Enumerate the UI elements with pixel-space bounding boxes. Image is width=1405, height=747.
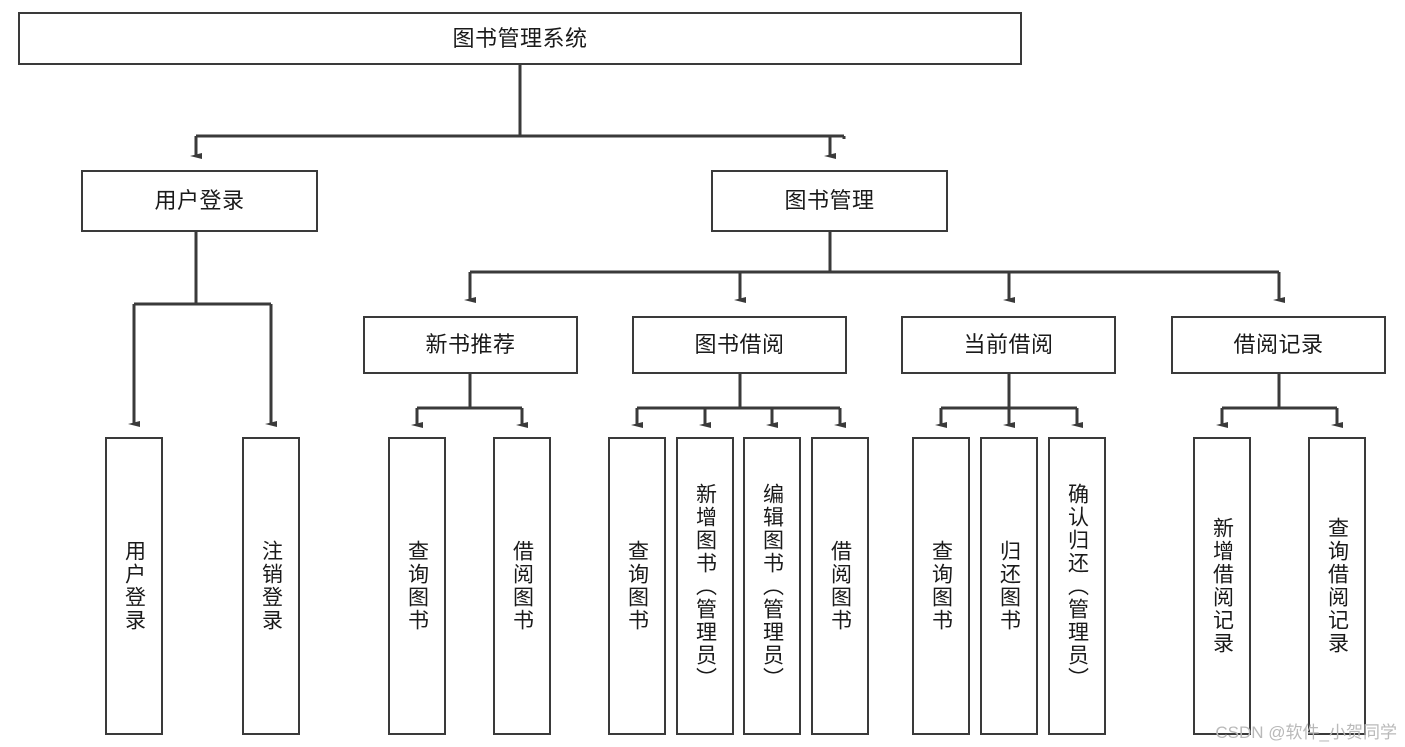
node-book-management-label: 图书管理 <box>784 188 875 214</box>
node-leaf-borrow-book-1-label: 借阅图书 <box>510 540 534 632</box>
node-leaf-query-record-label: 查询借阅记录 <box>1325 517 1349 655</box>
node-leaf-query-book-1[interactable]: 查询图书 <box>388 437 446 735</box>
node-leaf-logout[interactable]: 注销登录 <box>242 437 300 735</box>
node-book-borrow-label: 图书借阅 <box>694 332 785 358</box>
node-leaf-query-book-1-label: 查询图书 <box>405 540 429 632</box>
node-leaf-borrow-book-1[interactable]: 借阅图书 <box>493 437 551 735</box>
node-root[interactable]: 图书管理系统 <box>18 12 1022 65</box>
node-leaf-return-book[interactable]: 归还图书 <box>980 437 1038 735</box>
node-leaf-borrow-book-2-label: 借阅图书 <box>828 540 852 632</box>
node-current-borrow[interactable]: 当前借阅 <box>901 316 1116 374</box>
node-root-label: 图书管理系统 <box>452 25 588 51</box>
node-leaf-user-login-label: 用户登录 <box>122 540 146 632</box>
node-leaf-add-book-label: 新增图书（管理员） <box>693 482 717 690</box>
node-leaf-query-book-3-label: 查询图书 <box>929 540 953 632</box>
node-book-management[interactable]: 图书管理 <box>711 170 948 232</box>
node-leaf-edit-book-label: 编辑图书（管理员） <box>760 482 784 690</box>
node-borrow-record[interactable]: 借阅记录 <box>1171 316 1386 374</box>
node-borrow-record-label: 借阅记录 <box>1233 332 1324 358</box>
node-user-login-label: 用户登录 <box>154 188 245 214</box>
watermark: CSDN @软件_小贺同学 <box>1215 723 1397 742</box>
node-leaf-query-book-2-label: 查询图书 <box>625 540 649 632</box>
node-leaf-user-login[interactable]: 用户登录 <box>105 437 163 735</box>
node-leaf-add-record[interactable]: 新增借阅记录 <box>1193 437 1251 735</box>
node-book-borrow[interactable]: 图书借阅 <box>632 316 847 374</box>
node-new-book-recommend-label: 新书推荐 <box>425 332 516 358</box>
node-user-login[interactable]: 用户登录 <box>81 170 318 232</box>
node-leaf-logout-label: 注销登录 <box>259 540 283 632</box>
node-current-borrow-label: 当前借阅 <box>963 332 1054 358</box>
node-new-book-recommend[interactable]: 新书推荐 <box>363 316 578 374</box>
node-leaf-add-record-label: 新增借阅记录 <box>1210 517 1234 655</box>
node-leaf-borrow-book-2[interactable]: 借阅图书 <box>811 437 869 735</box>
node-leaf-confirm-return[interactable]: 确认归还（管理员） <box>1048 437 1106 735</box>
node-leaf-query-record[interactable]: 查询借阅记录 <box>1308 437 1366 735</box>
node-leaf-query-book-2[interactable]: 查询图书 <box>608 437 666 735</box>
node-leaf-edit-book[interactable]: 编辑图书（管理员） <box>743 437 801 735</box>
node-leaf-return-book-label: 归还图书 <box>997 540 1021 632</box>
node-leaf-add-book[interactable]: 新增图书（管理员） <box>676 437 734 735</box>
node-leaf-confirm-return-label: 确认归还（管理员） <box>1065 482 1089 690</box>
node-leaf-query-book-3[interactable]: 查询图书 <box>912 437 970 735</box>
